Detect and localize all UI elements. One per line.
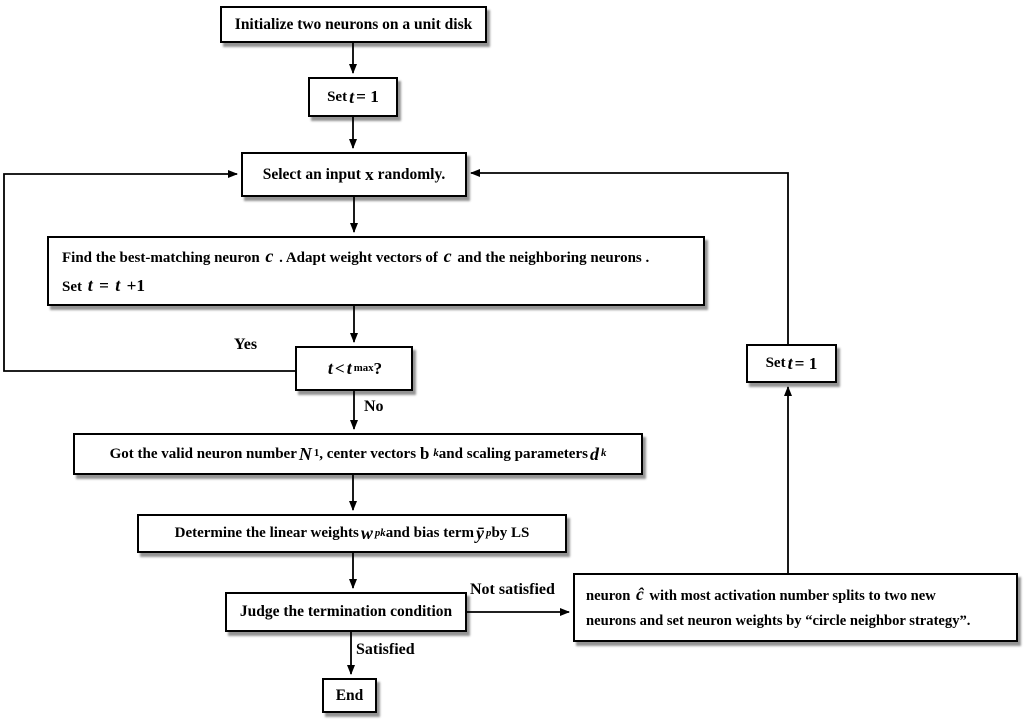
split-var-chat: ĉ (636, 584, 644, 605)
find-l2-var-t1: t (87, 275, 93, 295)
determine-text0: Determine the linear weights (174, 525, 359, 542)
determine-var-ybar: ȳ (476, 523, 485, 544)
find-l1-text2: and the neighboring neurons . (453, 250, 650, 267)
got-text2: and scaling parameters (438, 445, 588, 462)
find-l1-text1: . Adapt weight vectors of (275, 250, 442, 267)
determine-var-w: w (360, 523, 373, 544)
judge-label: Judge the termination condition (239, 603, 453, 621)
set-t-left-var: t (349, 86, 355, 107)
edge-set-t-right-to-select (470, 169, 789, 344)
find-l1-var-c1: c (265, 246, 274, 267)
got-sub-k1: k (433, 447, 439, 460)
find-l2-text2: +1 (122, 276, 146, 295)
decision-lt: < (334, 358, 345, 378)
got-var-d: d (589, 443, 599, 464)
determine-sub-p: p (486, 526, 492, 539)
split-line1: neuron ĉ with most activation number spl… (586, 584, 936, 606)
split-l1-text0: neuron (586, 588, 634, 605)
node-initialize-label: Initialize two neurons on a unit disk (234, 15, 473, 33)
node-set-t-1-right: Set t = 1 (746, 344, 837, 383)
find-line1: Find the best-matching neuron c . Adapt … (62, 245, 649, 268)
find-l1-var-c2: c (443, 246, 452, 267)
node-split-neuron: neuron ĉ with most activation number spl… (573, 573, 1018, 642)
node-initialize: Initialize two neurons on a unit disk (220, 6, 487, 43)
determine-text2: by LS (491, 525, 530, 542)
determine-sub-pk: pk (374, 526, 386, 539)
set-t-right-pre: Set (765, 355, 786, 372)
decision-var-t1: t (327, 358, 333, 379)
split-line2: neurons and set neuron weights by “circl… (586, 613, 971, 630)
edge-decision-yes-to-select (3, 170, 295, 372)
select-var-x: x (364, 164, 374, 184)
got-var-N: N (298, 443, 312, 464)
got-var-b: b (420, 443, 430, 463)
set-t-left-post: = 1 (356, 87, 379, 107)
split-l1-text1: with most activation number splits to tw… (645, 588, 936, 605)
select-pre: Select an input (262, 165, 361, 183)
decision-var-t2: t (346, 358, 352, 379)
edge-label-satisfied: Satisfied (356, 641, 415, 658)
find-l2-text1: = (94, 276, 114, 295)
find-line2: Set t = t +1 (62, 274, 145, 297)
node-end: End (322, 678, 377, 713)
find-l2-var-t2: t (115, 275, 121, 295)
set-t-left-pre: Set (327, 88, 348, 105)
set-t-right-post: = 1 (794, 353, 818, 373)
edge-label-yes: Yes (234, 336, 258, 353)
edge-label-not-satisfied: Not satisfied (470, 581, 555, 598)
node-judge-termination: Judge the termination condition (225, 592, 467, 632)
decision-question: ? (373, 358, 383, 378)
node-find-adapt: Find the best-matching neuron c . Adapt … (47, 236, 705, 306)
decision-sub-max: max (353, 361, 374, 374)
determine-text1: and bias term (385, 525, 475, 542)
set-t-right-var: t (787, 353, 793, 374)
find-l2-text0: Set (62, 279, 86, 295)
got-sub-k2: k (600, 447, 607, 460)
select-post: randomly. (377, 165, 446, 183)
end-label: End (335, 686, 364, 704)
find-l1-text0: Find the best-matching neuron (62, 250, 264, 267)
node-set-t-1-left: Set t = 1 (308, 77, 398, 117)
got-text1: , center vectors (319, 445, 417, 462)
got-text0: Got the valid neuron number (109, 445, 297, 462)
got-sub-1: 1 (313, 447, 320, 460)
edge-label-no: No (364, 398, 384, 415)
